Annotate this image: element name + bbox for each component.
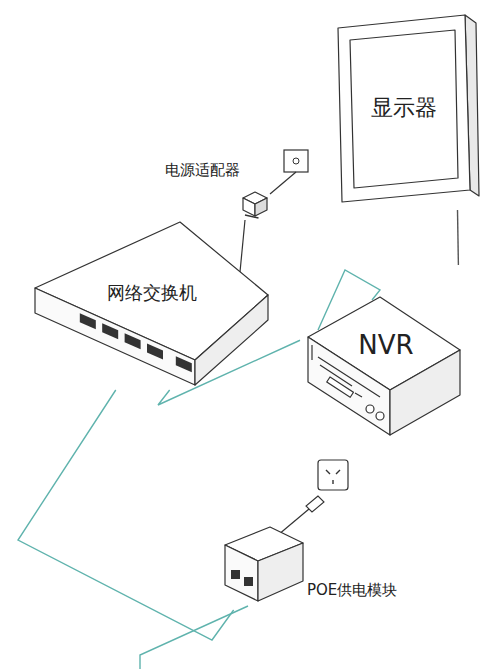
node-label: 显示器 [371, 96, 437, 120]
monitor: 显示器 [330, 10, 480, 210]
cable-connector [457, 210, 459, 265]
network-cable [140, 606, 248, 669]
node-label: NVR [358, 331, 413, 360]
node-label: POE供电模块 [307, 582, 397, 599]
power-cord [240, 220, 245, 272]
switch-port [102, 323, 118, 339]
node-label: 电源适配器 [165, 162, 240, 179]
switch-port [125, 333, 141, 349]
nvr-recorder: NVR [300, 265, 465, 440]
node-label: 网络交换机 [107, 283, 197, 303]
switch-port [80, 313, 96, 329]
switch-port [176, 356, 192, 372]
wall-socket [284, 150, 308, 172]
cable-connector [18, 390, 234, 640]
wall-socket [318, 460, 348, 490]
power-adapter-outline [165, 140, 275, 218]
power-adapter: 电源适配器 [165, 140, 275, 218]
power-cord [270, 172, 296, 194]
poe-module: POE供电模块 [215, 515, 401, 610]
socket-holes [326, 470, 340, 484]
plug-cord [278, 509, 309, 535]
socket-hole [293, 158, 299, 164]
switch-port [147, 343, 163, 359]
network-switch: 网络交换机 [30, 215, 275, 390]
